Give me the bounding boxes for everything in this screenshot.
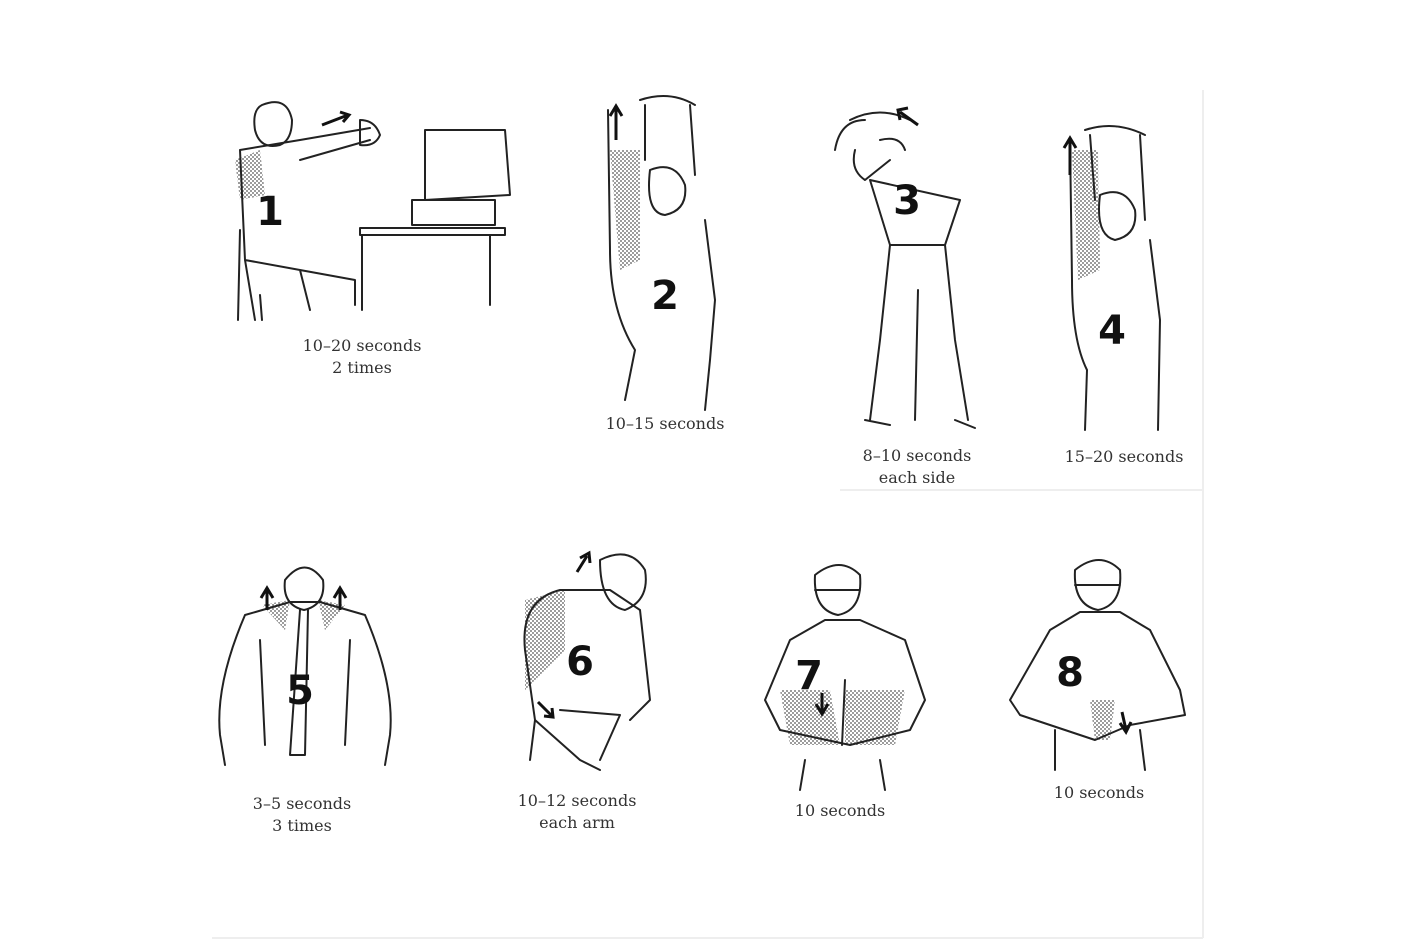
caption-line: each arm [539, 813, 615, 832]
figure-3-side-bend [834, 106, 976, 429]
stretch-number-7: 7 [795, 653, 823, 699]
stretch-number-1: 1 [256, 189, 284, 235]
caption-3: 8–10 seconds each side [863, 445, 972, 489]
caption-2: 10–15 seconds [606, 413, 725, 435]
figure-5-shoulder-shrug [218, 566, 392, 766]
caption-4: 15–20 seconds [1065, 446, 1184, 468]
stretch-number-4: 4 [1098, 308, 1126, 354]
caption-line: 15–20 seconds [1064, 447, 1184, 466]
figure-7-wrist-stretch [764, 564, 926, 791]
caption-7: 10 seconds [795, 800, 885, 822]
figure-6-neck-arm-stretch [523, 550, 651, 771]
figure-2-overhead-stretch [607, 95, 716, 411]
stretch-number-5: 5 [286, 668, 314, 714]
caption-line: 10–20 seconds [302, 336, 422, 355]
figure-4-overhead-stretch [1062, 125, 1161, 431]
figure-8-wrist-stretch [1009, 559, 1186, 771]
caption-line: 8–10 seconds [862, 446, 972, 465]
panel-borders [212, 90, 1204, 939]
caption-line: 10–15 seconds [605, 414, 725, 433]
caption-line: 3–5 seconds [252, 794, 352, 813]
caption-5: 3–5 seconds 3 times [253, 793, 351, 837]
caption-line: 2 times [332, 358, 392, 377]
figure-1-seated-arm-stretch [235, 101, 511, 321]
caption-line: 10 seconds [794, 801, 886, 820]
caption-line: each side [878, 468, 956, 487]
caption-line: 3 times [272, 816, 332, 835]
caption-1: 10–20 seconds 2 times [303, 335, 422, 379]
stretch-number-8: 8 [1056, 650, 1084, 696]
caption-6: 10–12 seconds each arm [518, 790, 637, 834]
stretch-number-3: 3 [893, 178, 921, 224]
caption-8: 10 seconds [1054, 782, 1144, 804]
caption-line: 10 seconds [1053, 783, 1145, 802]
stretch-number-6: 6 [566, 639, 594, 685]
stretch-number-2: 2 [651, 273, 679, 319]
caption-line: 10–12 seconds [517, 791, 637, 810]
